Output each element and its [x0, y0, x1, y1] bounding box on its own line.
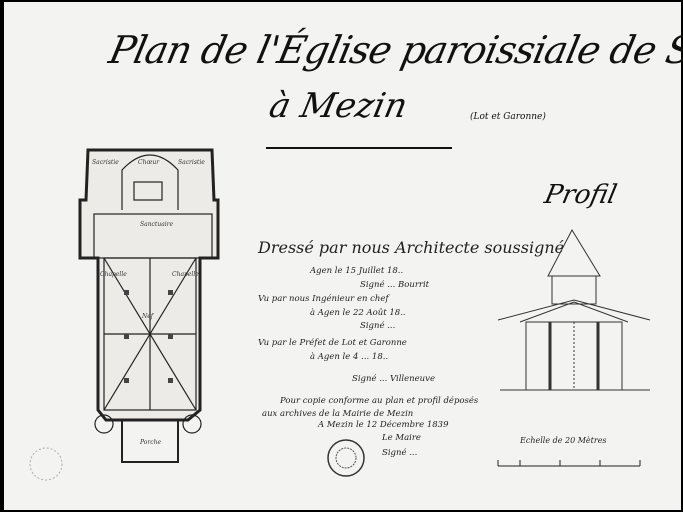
note-line: Pour copie conforme au plan et profil dé…	[280, 396, 479, 406]
note-line: Vu par le Préfet de Lot et Garonne	[258, 338, 407, 348]
note-line: Le Maire	[382, 433, 421, 443]
label-choir: Chœur	[138, 159, 160, 166]
faded-stamp	[29, 447, 63, 481]
note-line: à Agen le 4 ... 18..	[310, 352, 389, 362]
note-line: Dressé par nous Architecte soussigné	[258, 238, 565, 257]
note-line: A Mezin le 12 Décembre 1839	[318, 420, 449, 430]
title-department: (Lot et Garonne)	[470, 112, 546, 122]
note-line: à Agen le 22 Août 18..	[310, 308, 406, 318]
scale-label: Echelle de 20 Mètres	[520, 436, 607, 445]
floor-plan	[78, 148, 220, 463]
note-line: Vu par nous Ingénieur en chef	[258, 294, 389, 304]
seal-stamp	[327, 439, 365, 477]
note-line: Signé ... Bourrit	[360, 280, 430, 290]
note-line: Agen le 15 Juillet 18..	[310, 266, 404, 276]
label-porch: Porche	[139, 439, 161, 446]
note-line: Signé ... Villeneuve	[352, 374, 435, 384]
profile-section	[497, 228, 651, 391]
label-sacristy-left: Sacristie	[92, 159, 119, 166]
note-line: aux archives de la Mairie de Mezin	[262, 409, 414, 419]
label-altar: Sanctuaire	[140, 221, 174, 228]
label-nave: Nef	[141, 313, 155, 320]
label-sacristy-right: Sacristie	[178, 159, 205, 166]
note-line: Signé ...	[360, 321, 396, 331]
scale-bar	[497, 460, 641, 467]
note-line: Signé ...	[382, 448, 418, 458]
label-chapel-left: Chapelle	[100, 271, 127, 278]
label-chapel-right: Chapelle	[172, 271, 199, 278]
